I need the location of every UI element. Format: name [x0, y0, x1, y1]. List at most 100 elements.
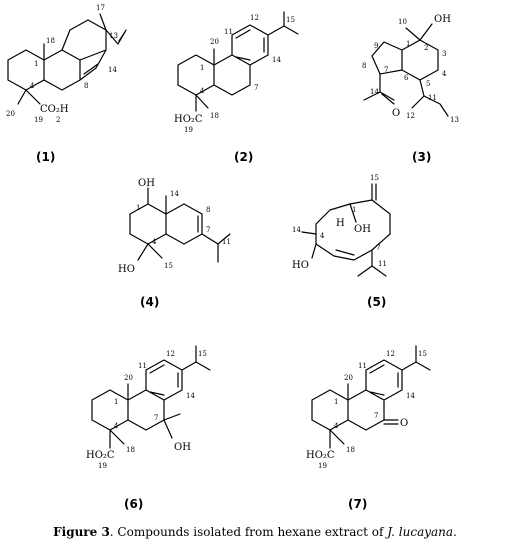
compound-1-locant: 4: [30, 82, 35, 90]
compound-1-locant: 17: [96, 4, 105, 12]
compound-4-locant: 1: [136, 204, 140, 212]
figure-caption-text: . Compounds isolated from hexane extract…: [109, 525, 388, 539]
compound-7-locant: 4: [334, 422, 339, 430]
compound-6-acid-group: HO₂C: [86, 450, 115, 461]
compound-1-locant: 8: [84, 82, 88, 90]
compound-6-locant: 11: [138, 362, 147, 370]
compound-5-locant: 1: [352, 206, 356, 214]
compound-5-locant: 7: [376, 244, 380, 252]
compound-5-hydroxyl-2: HO: [292, 260, 309, 271]
compound-6-locant: 12: [166, 350, 175, 358]
compound-5-locant: 14: [292, 226, 301, 234]
compound-6-locant: 1: [114, 398, 118, 406]
compound-4-locant: 15: [164, 262, 173, 270]
compound-3-locant: 13: [450, 116, 459, 124]
compound-3-locant: 2: [424, 44, 428, 52]
compound-5-hydroxyl: OH: [354, 224, 371, 235]
compound-4-locant: 11: [222, 238, 231, 246]
compound-1-locant: 13: [109, 32, 118, 40]
compound-6-hydroxyl: OH: [174, 442, 191, 453]
compound-2-id: (2): [234, 150, 253, 164]
compound-7-id: (7): [348, 497, 367, 511]
compound-7-locant: 18: [346, 446, 355, 454]
compound-1-locant: 2: [56, 116, 60, 124]
compound-2-locant: 7: [254, 84, 258, 92]
compound-4-hydroxyl-top: OH: [138, 178, 155, 189]
compound-2-locant: 15: [286, 16, 295, 24]
compound-1-locant: 18: [46, 37, 55, 45]
compound-7-structure: 12 15 20 11 1 14 7 O 4 18 HO₂C 19 (7): [306, 345, 431, 511]
compound-6-locant: 14: [186, 392, 195, 400]
compound-3-carbonyl-oxygen: O: [392, 108, 400, 119]
compound-1-locant: 1: [34, 60, 38, 68]
compound-1-locant: 20: [6, 110, 15, 118]
figure-caption-species: J. lucayana: [387, 525, 454, 539]
compound-7-acid-group: HO₂C: [306, 450, 335, 461]
compound-3-locant: 9: [374, 42, 378, 50]
compound-5-locant: 4: [320, 232, 325, 240]
compound-4-locant: 8: [206, 206, 210, 214]
compound-2-locant: 12: [250, 14, 259, 22]
figure-caption-end: .: [453, 525, 457, 539]
compound-6-locant: 18: [126, 446, 135, 454]
compound-3-id: (3): [412, 150, 431, 164]
compound-2-locant: 14: [272, 56, 281, 64]
compound-2-locant: 11: [224, 28, 233, 36]
compound-3-locant: 3: [442, 50, 446, 58]
compound-2-acid-group: HO₂C: [174, 114, 203, 125]
compound-3-hydroxyl: OH: [434, 14, 451, 25]
compound-1-structure: 17 13 18 14 8 1 4 20 19 CO₂H 2 (1): [6, 4, 127, 164]
compound-2-structure: 12 20 11 15 1 14 7 4 18 HO₂C 19 (2): [174, 11, 299, 164]
figure-caption-label: Figure 3: [53, 525, 110, 539]
compound-7-locant: 7: [374, 412, 378, 420]
compound-6-id: (6): [124, 497, 143, 511]
compound-3-locant: 11: [428, 94, 437, 102]
compound-5-locant: 15: [370, 174, 379, 182]
compound-3-locant: 10: [398, 18, 407, 26]
compound-4-structure: OH 14 1 8 7 11 4 HO 15 (4): [118, 178, 231, 309]
compound-7-locant: 20: [344, 374, 353, 382]
compound-7-locant: 12: [386, 350, 395, 358]
compound-7-locant: 11: [358, 362, 367, 370]
compound-5-locant: 11: [378, 260, 387, 268]
compound-2-locant: 18: [210, 112, 219, 120]
compound-7-locant: 19: [318, 462, 327, 470]
compound-6-locant: 15: [198, 350, 207, 358]
compound-3-locant: 8: [362, 62, 366, 70]
compound-6-locant: 7: [154, 414, 158, 422]
compound-2-locant: 19: [184, 126, 193, 134]
compound-6-locant: 19: [98, 462, 107, 470]
compound-6-locant: 4: [114, 422, 119, 430]
compound-4-hydroxyl-bottom: HO: [118, 264, 135, 275]
compound-1-acid-group: CO₂H: [40, 104, 69, 115]
compound-2-locant: 1: [200, 64, 204, 72]
compound-5-hydrogen: H: [336, 218, 345, 229]
compound-3-locant: 5: [426, 80, 430, 88]
compound-5-id: (5): [367, 295, 386, 309]
compound-1-locant: 19: [34, 116, 43, 124]
compound-7-locant: 14: [406, 392, 415, 400]
compound-2-locant: 4: [200, 87, 205, 95]
compound-7-locant: 1: [334, 398, 338, 406]
compound-7-locant: 15: [418, 350, 427, 358]
compound-6-locant: 20: [124, 374, 133, 382]
compound-4-id: (4): [140, 295, 159, 309]
compound-3-locant: 1: [406, 40, 410, 48]
compound-1-locant: 14: [108, 66, 117, 74]
compound-3-structure: 10 OH 2 1 3 9 8 7 6 5 4 11 14 O 12 13 (3…: [362, 14, 459, 164]
compound-6-structure: 12 15 20 11 1 14 7 4 18 OH HO₂C 19 (6): [86, 345, 211, 511]
compound-3-locant: 4: [442, 70, 447, 78]
compound-3-locant: 14: [370, 88, 379, 96]
compound-3-locant: 7: [384, 66, 388, 74]
compound-3-locant: 12: [406, 112, 415, 120]
compound-2-locant: 20: [210, 38, 219, 46]
compound-4-locant: 4: [152, 238, 157, 246]
compound-7-carbonyl-oxygen: O: [400, 418, 408, 429]
figure-caption: Figure 3. Compounds isolated from hexane…: [0, 525, 510, 539]
compound-3-locant: 6: [404, 74, 409, 82]
compound-1-id: (1): [36, 150, 55, 164]
compound-5-structure: 15 1 H OH 14 4 7 HO 11 (5): [292, 174, 391, 309]
compound-4-locant: 14: [170, 190, 179, 198]
